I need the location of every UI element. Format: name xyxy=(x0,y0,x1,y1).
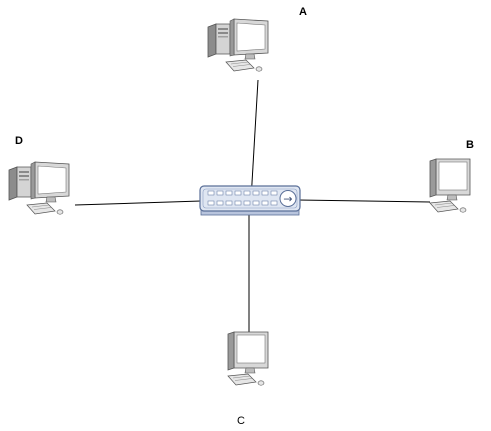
switch-port-arrow-icon xyxy=(279,190,297,207)
node-label-d: D xyxy=(15,135,23,147)
edge-hub-d xyxy=(74,200,202,206)
arrow-right-icon: → xyxy=(283,193,292,206)
desktop-computer-icon xyxy=(8,161,70,215)
computer-d[interactable]: D xyxy=(8,135,70,215)
computer-a[interactable]: A xyxy=(207,6,307,72)
desktop-computer-icon xyxy=(207,18,269,72)
edge-hub-b xyxy=(297,199,431,203)
monitor-computer-icon xyxy=(429,158,471,213)
node-label-c: C xyxy=(237,415,245,427)
network-switch-icon[interactable]: → xyxy=(199,185,301,216)
computer-c[interactable]: C xyxy=(227,331,269,427)
edge-hub-a xyxy=(250,79,259,201)
node-label-b: B xyxy=(466,139,474,151)
monitor-computer-icon xyxy=(227,331,269,386)
computer-b[interactable]: B xyxy=(429,139,474,213)
node-label-a: A xyxy=(299,6,307,18)
connections xyxy=(74,79,431,333)
